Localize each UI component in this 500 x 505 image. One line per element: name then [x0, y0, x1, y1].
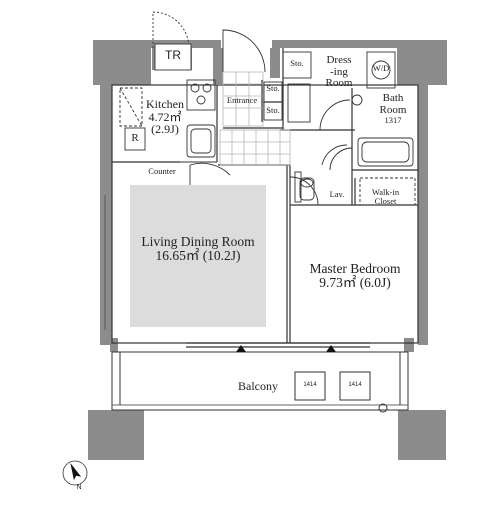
room-label-dressing: Dress -ing Room — [325, 54, 353, 90]
room-label-walkin: Walk-in Closet — [371, 187, 400, 206]
room-label-bath: Bath Room 1317 — [379, 92, 407, 126]
fixtures — [104, 43, 416, 330]
wall-right — [418, 85, 428, 345]
wall-top-right-block — [397, 40, 447, 85]
compass-north-label: N — [76, 484, 82, 491]
wall-top-mid-right — [272, 40, 397, 48]
wall-top-left-block — [93, 40, 151, 85]
dressing-unit — [287, 83, 311, 123]
wall-entry-left — [213, 48, 223, 84]
balcony-drain — [378, 403, 388, 413]
window-markers — [236, 345, 336, 352]
ac-unit-2 — [339, 371, 371, 401]
label-lavatory: Lav. — [329, 189, 345, 199]
tr-box — [154, 43, 192, 71]
toilet — [299, 177, 315, 201]
structural-walls — [88, 40, 447, 460]
wall-pillar-bottom-right — [404, 338, 414, 352]
washing-machine — [366, 51, 396, 89]
room-label-kitchen: Kitchen 4.72㎡ (2.9J) — [146, 97, 184, 137]
door-lav — [321, 144, 348, 166]
refrigerator-box — [124, 127, 146, 151]
label-counter: Counter — [148, 166, 176, 176]
door-entrance — [222, 29, 266, 73]
label-refrigerator: R — [131, 132, 139, 144]
label-sto-1: Sto. — [290, 58, 304, 68]
label-sto-2: Sto. — [266, 83, 280, 93]
label-ac-2: 1414 — [348, 382, 362, 388]
sto-closet-1 — [282, 51, 312, 79]
wall-left — [100, 85, 112, 345]
wall-entry-right — [270, 48, 280, 78]
door-ldr — [189, 162, 231, 185]
room-label-living: Living Dining Room 16.65㎡ (10.2J) — [141, 234, 255, 264]
wall-bottom-right-block — [398, 410, 446, 460]
bathtub — [357, 137, 414, 167]
kitchen-sink — [186, 124, 216, 158]
label-tr: TR — [165, 48, 181, 62]
door-tr — [152, 11, 190, 49]
label-sto-3: Sto. — [266, 105, 280, 115]
sto-closet-2 — [263, 81, 283, 121]
compass — [62, 460, 88, 486]
room-label-entrance: Entrance — [226, 95, 258, 105]
room-label-balcony: Balcony — [238, 379, 278, 393]
balcony-area — [111, 351, 409, 413]
door-bath — [329, 147, 353, 171]
walkin-rail — [359, 177, 416, 206]
corridor-tiles — [219, 71, 291, 166]
wall-pillar-bottom-left — [110, 338, 118, 352]
ac-unit-1 — [294, 371, 326, 401]
pantry — [119, 87, 143, 127]
label-ac-1: 1414 — [303, 382, 317, 388]
door-dressing — [319, 99, 351, 131]
living-floor — [130, 185, 266, 327]
room-label-bedroom: Master Bedroom 9.73㎡ (6.0J) — [309, 261, 401, 291]
lav-sink — [294, 171, 302, 203]
wall-bottom-left-block — [88, 410, 144, 460]
stove — [186, 79, 216, 111]
label-wd: W/D — [372, 63, 390, 73]
